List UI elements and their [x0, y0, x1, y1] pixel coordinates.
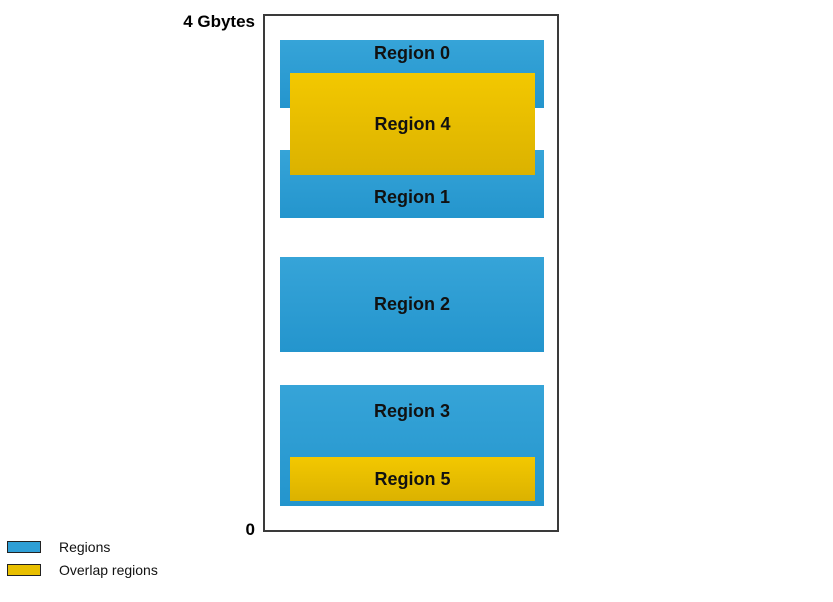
- region-5-label: Region 5: [374, 468, 451, 489]
- legend-overlap-swatch: [7, 564, 41, 576]
- region-1-label: Region 1: [373, 187, 450, 207]
- region-0-label: Region 0: [373, 43, 450, 63]
- legend-overlap-label: Overlap regions: [59, 562, 158, 578]
- region-5: Region 5: [290, 457, 535, 501]
- region-3-label: Region 3: [373, 401, 450, 421]
- legend-regions-label: Regions: [59, 539, 111, 555]
- region-4: Region 4: [290, 73, 535, 175]
- legend-regions-swatch: [7, 541, 41, 553]
- legend-regions: Regions: [7, 539, 110, 555]
- legend-overlap: Overlap regions: [7, 562, 158, 578]
- region-4-label: Region 4: [374, 113, 451, 134]
- region-2-label: Region 2: [373, 294, 450, 314]
- axis-top-label: 4 Gbytes: [183, 12, 255, 31]
- axis-bottom-label: 0: [245, 520, 255, 539]
- region-2: Region 2: [280, 257, 544, 352]
